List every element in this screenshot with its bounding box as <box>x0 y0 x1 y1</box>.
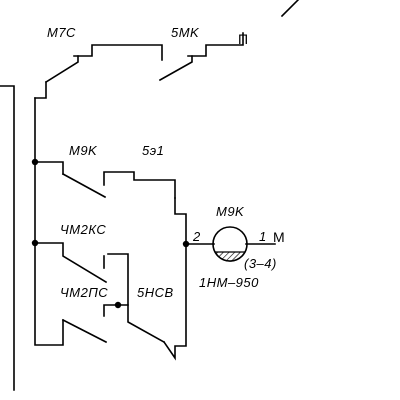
label-pi: П <box>238 31 248 47</box>
junction-dot <box>31 158 39 166</box>
junction-dot <box>31 239 39 247</box>
junction-dots <box>31 158 190 309</box>
label-5nsv: 5НСВ <box>137 285 174 300</box>
label-motor-model: 1HM–950 <box>199 275 259 290</box>
label-m9k-motor: M9K <box>216 204 245 219</box>
chm2ps-contact <box>61 304 119 344</box>
label-5e1: 5э1 <box>142 143 164 158</box>
motor-symbol <box>212 226 248 262</box>
label-terminal-2: 2 <box>192 229 201 244</box>
left-bus <box>34 81 64 346</box>
label-terminal-m: M <box>273 229 285 245</box>
5e1-contact <box>162 197 187 361</box>
label-chm2ks: ЧМ2КС <box>60 222 106 237</box>
5mk-contact <box>158 32 244 82</box>
m7c-contact <box>44 44 163 84</box>
label-m9k-contact: M9K <box>69 143 98 158</box>
junction-dot <box>114 301 122 309</box>
chm2ks-contact <box>34 242 108 284</box>
label-terminal-1: 1 <box>259 229 267 244</box>
label-m7c: M7C <box>47 25 76 40</box>
junction-dot <box>182 240 190 248</box>
label-chm2ps: ЧМ2ПС <box>60 285 108 300</box>
label-5mk: 5MK <box>171 25 200 40</box>
m9k-contact <box>34 161 176 199</box>
5nsv-contact <box>107 253 166 344</box>
frame-lines <box>0 0 300 391</box>
label-position: (3–4) <box>244 256 277 271</box>
